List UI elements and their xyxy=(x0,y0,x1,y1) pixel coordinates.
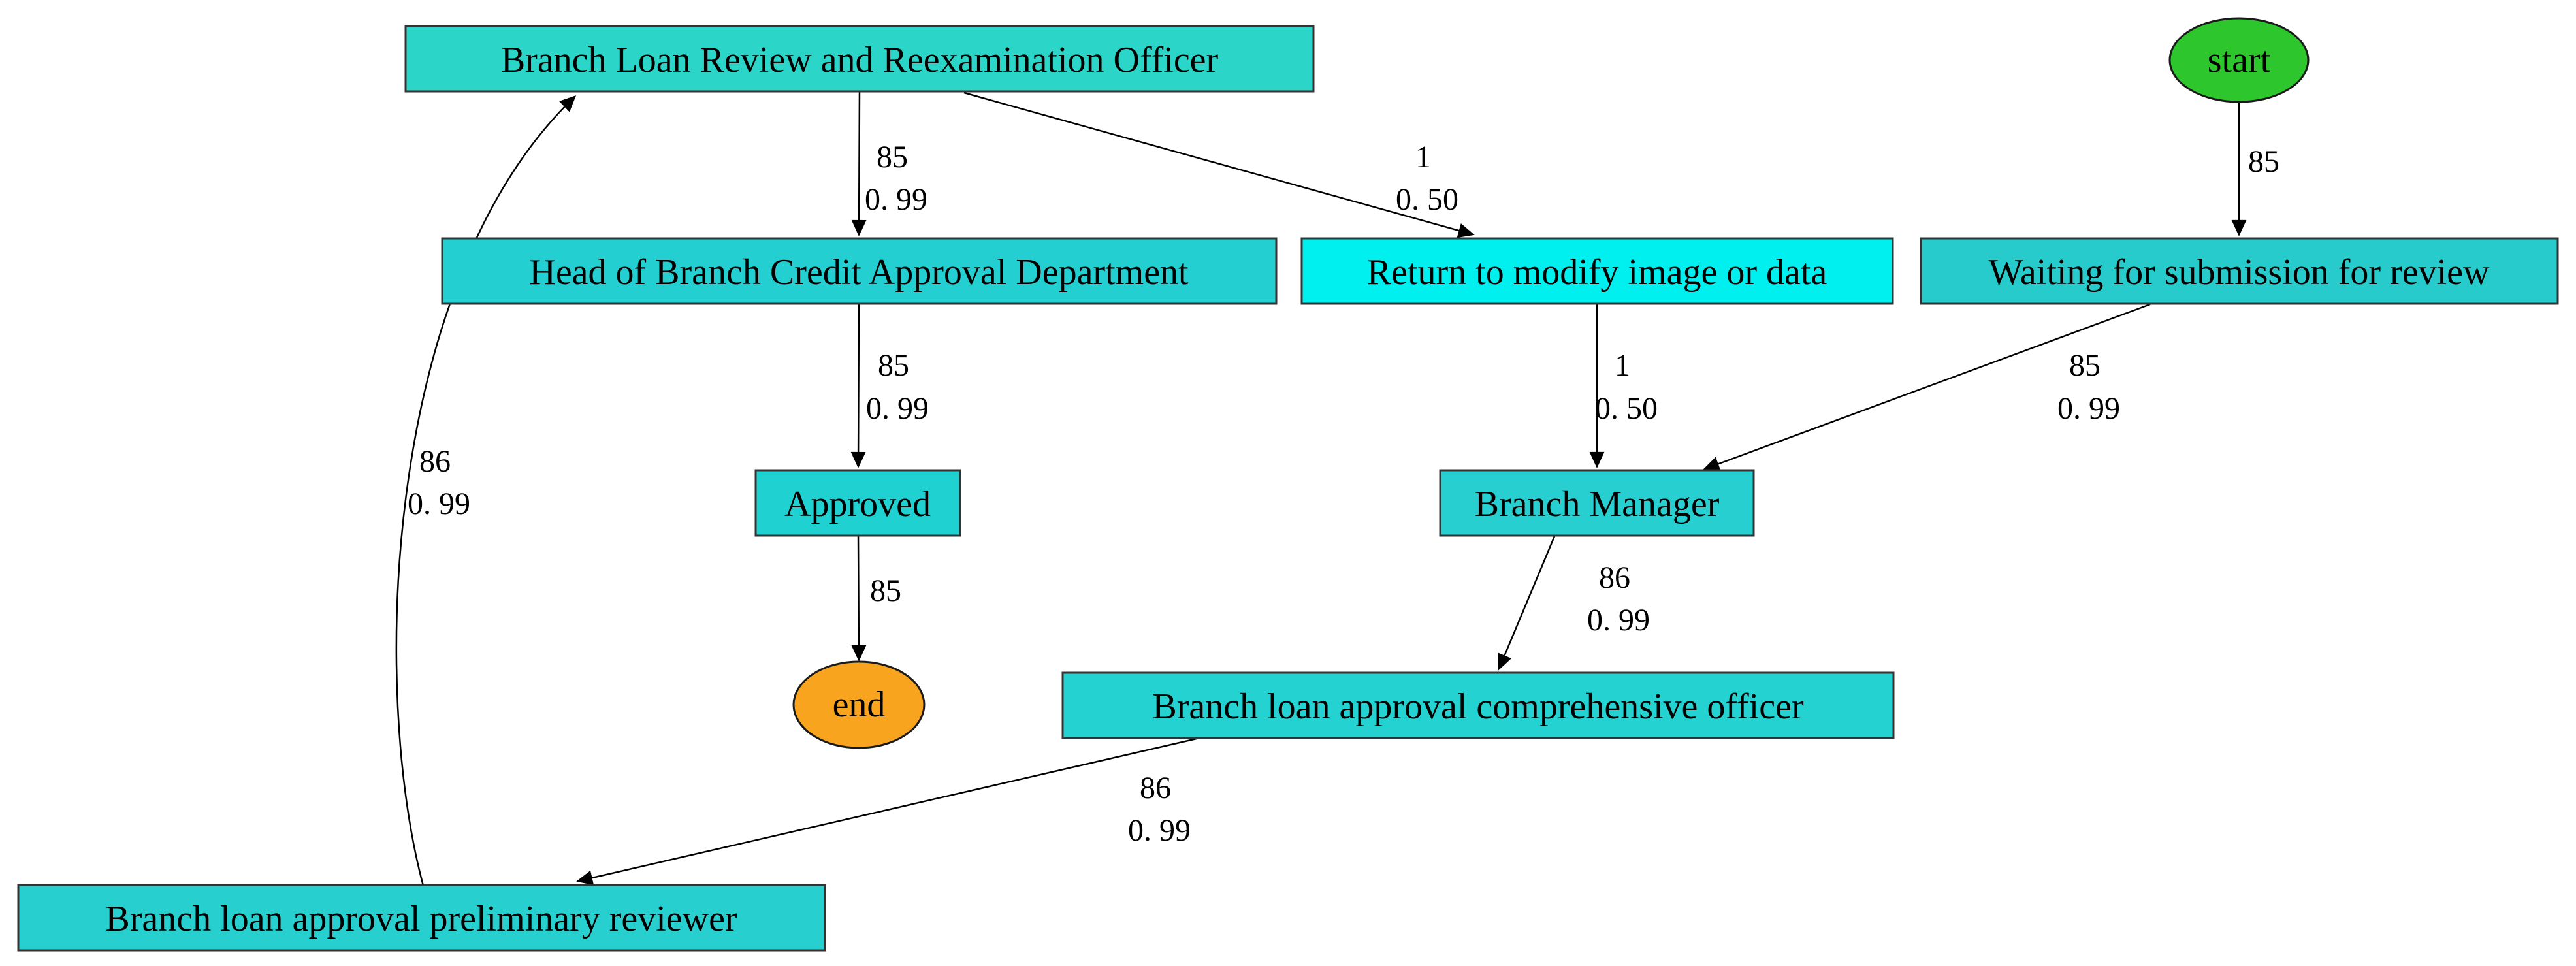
edge-head-credit-approved xyxy=(850,304,866,468)
edge-frequency-label: 86 xyxy=(1140,771,1171,805)
edge-probability-label: 0. 99 xyxy=(408,487,470,521)
node-start-label: start xyxy=(2208,40,2271,80)
edge-comprehensive-officer-preliminary-reviewer-label: 86 0. 99 xyxy=(1128,771,1191,848)
node-preliminary-reviewer xyxy=(17,884,826,952)
edge-waiting-branch-manager-label: 85 0. 99 xyxy=(2057,348,2120,426)
edge-approved-end xyxy=(851,536,867,662)
node-head-credit xyxy=(441,237,1278,305)
node-approved xyxy=(754,469,961,537)
node-start xyxy=(2168,17,2310,103)
node-end-label: end xyxy=(833,684,886,725)
node-waiting-label: Waiting for submission for review xyxy=(1989,252,2490,293)
edge-frequency-label: 1 xyxy=(1415,140,1431,174)
node-head-credit-label: Head of Branch Credit Approval Departmen… xyxy=(529,252,1189,293)
node-return-modify xyxy=(1300,237,1894,305)
edge-return-modify-branch-manager-label: 1 0. 50 xyxy=(1595,348,1658,426)
node-preliminary-reviewer-label: Branch loan approval preliminary reviewe… xyxy=(105,899,737,939)
edge-review-officer-head-credit xyxy=(851,91,867,236)
edge-frequency-label: 1 xyxy=(1615,348,1630,383)
edge-frequency-label: 85 xyxy=(2069,348,2101,383)
edge-branch-manager-comprehensive-officer xyxy=(1497,536,1556,671)
edge-branch-manager-comprehensive-officer-label: 86 0. 99 xyxy=(1587,560,1650,637)
node-approved-label: Approved xyxy=(784,484,931,524)
edge-probability-label: 0. 50 xyxy=(1396,182,1458,217)
node-end xyxy=(792,660,926,749)
edge-start-waiting-label: 85 xyxy=(2248,144,2279,179)
node-comprehensive-officer-label: Branch loan approval comprehensive offic… xyxy=(1152,686,1804,727)
edge-probability-label: 0. 50 xyxy=(1595,391,1658,426)
edge-probability-label: 0. 99 xyxy=(1128,813,1191,848)
node-comprehensive-officer xyxy=(1061,671,1895,739)
edge-frequency-label: 85 xyxy=(878,348,909,383)
node-review-officer-label: Branch Loan Review and Reexamination Off… xyxy=(501,40,1219,80)
node-return-modify-label: Return to modify image or data xyxy=(1367,252,1827,293)
edge-frequency-label: 85 xyxy=(2248,144,2279,179)
edge-frequency-label: 85 xyxy=(877,140,908,174)
edge-preliminary-reviewer-review-officer xyxy=(395,95,577,886)
edge-comprehensive-officer-preliminary-reviewer xyxy=(576,737,1197,886)
edge-probability-label: 0. 99 xyxy=(866,391,929,426)
node-branch-manager-label: Branch Manager xyxy=(1475,484,1720,524)
edge-review-officer-return-modify-label: 1 0. 50 xyxy=(1396,140,1458,217)
edge-head-credit-approved-label: 85 0. 99 xyxy=(866,348,929,426)
edge-probability-label: 0. 99 xyxy=(2057,391,2120,426)
edge-frequency-label: 86 xyxy=(419,444,451,479)
edge-approved-end-label: 85 xyxy=(870,573,901,608)
edge-waiting-branch-manager xyxy=(1703,303,2151,472)
edge-review-officer-return-modify xyxy=(963,91,1475,238)
node-waiting xyxy=(1920,237,2559,305)
node-review-officer xyxy=(404,25,1315,93)
edge-preliminary-reviewer-review-officer-label: 86 0. 99 xyxy=(408,444,470,521)
node-branch-manager xyxy=(1439,469,1755,537)
edge-review-officer-head-credit-label: 85 0. 99 xyxy=(865,140,927,217)
edge-probability-label: 0. 99 xyxy=(865,182,927,217)
edge-probability-label: 0. 99 xyxy=(1587,603,1650,637)
edge-frequency-label: 86 xyxy=(1599,560,1630,595)
edge-frequency-label: 85 xyxy=(870,573,901,608)
